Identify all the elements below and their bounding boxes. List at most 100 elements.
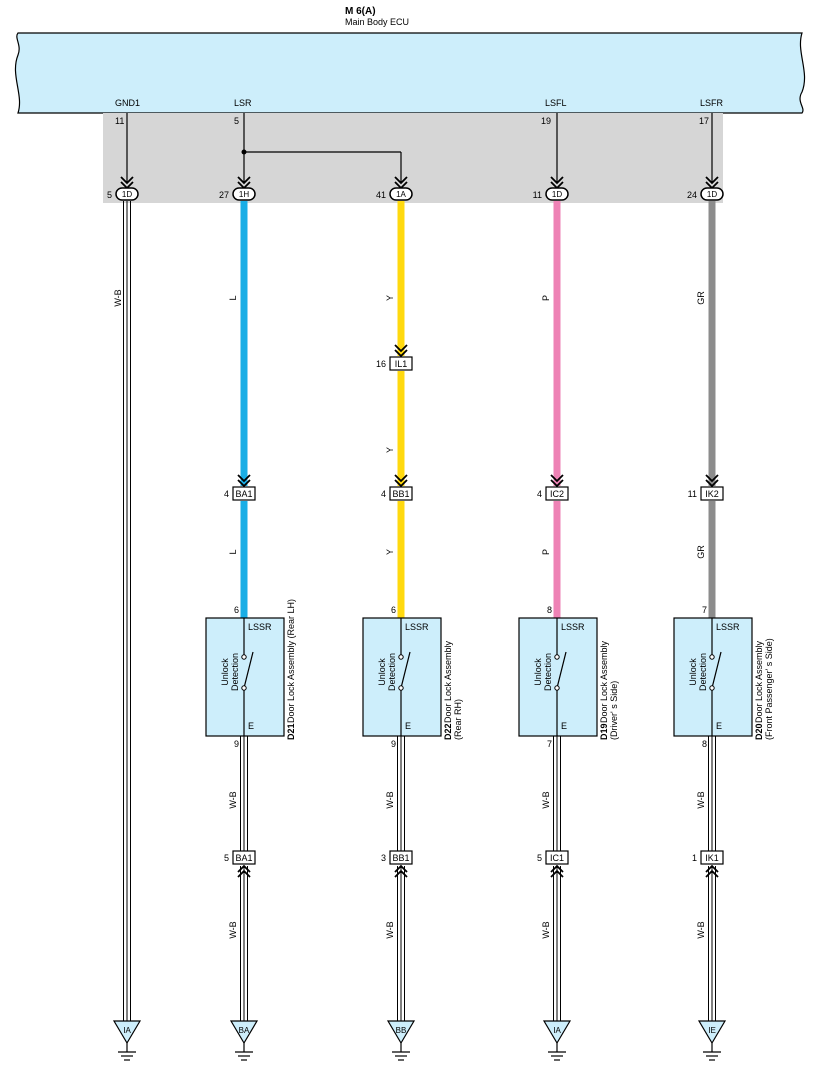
- connector-name: IK2: [705, 489, 719, 499]
- assembly-input-pin: 7: [702, 605, 707, 615]
- assembly-name-line2: (Front Passenger' s Side): [764, 638, 774, 740]
- junction-connector: [389, 187, 413, 201]
- inline-connector: [389, 850, 413, 865]
- pin-label-gnd1: GND1: [115, 98, 140, 108]
- wire-color-label: W-B: [696, 791, 706, 808]
- switch-contact: [241, 685, 247, 691]
- assembly-name: Door Lock Assembly: [754, 640, 764, 723]
- connector-pin: 16: [376, 359, 386, 369]
- connector-name: IL1: [395, 359, 408, 369]
- assembly-name-line2: (Rear RH): [453, 699, 463, 740]
- door-lock-assembly: [673, 617, 753, 737]
- connector-name: IC1: [550, 853, 564, 863]
- pin-label-lsfl: LSFL: [545, 98, 567, 108]
- junction-connector-name: 1H: [239, 190, 249, 199]
- internal-wiring: [126, 113, 713, 182]
- ground-label: IA: [553, 1026, 561, 1035]
- switch-contact: [709, 685, 715, 691]
- ecu-name: Main Body ECU: [345, 17, 409, 27]
- junction-connector: [545, 187, 569, 201]
- inline-connector: [389, 356, 413, 371]
- switch-icon: [400, 651, 411, 689]
- wire-color-label: L: [228, 549, 238, 554]
- connector-pin: 4: [381, 489, 386, 499]
- inline-connector: [545, 850, 569, 865]
- connector-pin: 11: [688, 489, 697, 499]
- switch-contact: [398, 685, 404, 691]
- ground-triangle: [697, 1020, 727, 1045]
- terminal-bottom: E: [405, 721, 411, 731]
- connector-name: IC2: [550, 489, 564, 499]
- switch-icon: [711, 651, 722, 689]
- assembly-output-pin: 9: [391, 739, 396, 749]
- assembly-input-pin: 6: [391, 605, 396, 615]
- terminal-top: LSSR: [716, 622, 740, 632]
- wire-color-label: W-B: [696, 921, 706, 938]
- wire-color-label: W-B: [385, 791, 395, 808]
- junction-pin: 11: [533, 190, 542, 200]
- inline-connector: [545, 486, 569, 501]
- switch-label: Detection: [698, 653, 708, 691]
- ecu-pin-number: 19: [541, 116, 551, 126]
- connector-arrow-icon: [550, 864, 564, 878]
- ecu-pin-number: 5: [234, 116, 239, 126]
- assembly-code: D21: [286, 723, 296, 740]
- assembly-input-pin: 8: [547, 605, 552, 615]
- connector-pin: 5: [537, 853, 542, 863]
- junction-connector: [115, 187, 139, 201]
- wire-color-label: W-B: [385, 921, 395, 938]
- junction-pin: 24: [687, 190, 697, 200]
- connector-pin: 1: [692, 853, 697, 863]
- door-lock-assembly: [205, 617, 285, 737]
- junction-connector-name: 1A: [396, 190, 406, 199]
- switch-label: Unlock: [688, 658, 698, 686]
- terminal-top: LSSR: [405, 622, 429, 632]
- wire-color-label: GR: [696, 545, 706, 559]
- assembly-name-line2: (Driver' s Side): [609, 681, 619, 740]
- switch-label: Detection: [543, 653, 553, 691]
- assembly-output-pin: 7: [547, 739, 552, 749]
- connector-name: BB1: [392, 853, 409, 863]
- junction-connector-name: 1D: [122, 190, 132, 199]
- ground-label: IE: [708, 1026, 716, 1035]
- inline-connector: [232, 486, 256, 501]
- switch-label: Detection: [387, 653, 397, 691]
- inline-connector: [700, 850, 724, 865]
- switch-contact: [554, 685, 560, 691]
- junction-connector-name: 1D: [552, 190, 562, 199]
- wire-color-label: W-B: [541, 791, 551, 808]
- switch-contact: [709, 654, 715, 660]
- connector-name: BB1: [392, 489, 409, 499]
- junction-pin: 5: [107, 190, 112, 200]
- connector-pin: 3: [381, 853, 386, 863]
- assembly-output-pin: 9: [234, 739, 239, 749]
- terminal-top: LSSR: [561, 622, 585, 632]
- door-lock-assembly: [518, 617, 598, 737]
- ecu-pin-number: 11: [115, 116, 124, 126]
- ground-triangle: [229, 1020, 259, 1045]
- connector-arrow-icon: [237, 864, 251, 878]
- connector-arrow-icon: [705, 864, 719, 878]
- assembly-name: Door Lock Assembly: [599, 640, 609, 723]
- ground-triangle: [542, 1020, 572, 1045]
- switch-icon: [556, 651, 567, 689]
- assembly-output-pin: 8: [702, 739, 707, 749]
- junction-connector: [232, 187, 256, 201]
- switch-contact: [241, 654, 247, 660]
- junction-connector-name: 1D: [707, 190, 717, 199]
- inline-connector: [232, 850, 256, 865]
- wire-color-label: W-B: [113, 289, 123, 306]
- inline-connector: [389, 486, 413, 501]
- ground-label: IA: [123, 1026, 131, 1035]
- pin-label-lsr: LSR: [234, 98, 252, 108]
- connector-arrow-icon: [394, 474, 408, 488]
- connector-arrow-icon: [705, 474, 719, 488]
- junction-pin: 41: [376, 190, 386, 200]
- junction-block: [103, 113, 723, 203]
- connector-arrow-icon: [237, 474, 251, 488]
- assembly-code: D19: [599, 723, 609, 740]
- switch-label: Detection: [230, 653, 240, 691]
- assembly-code: D20: [754, 723, 764, 740]
- terminal-bottom: E: [248, 721, 254, 731]
